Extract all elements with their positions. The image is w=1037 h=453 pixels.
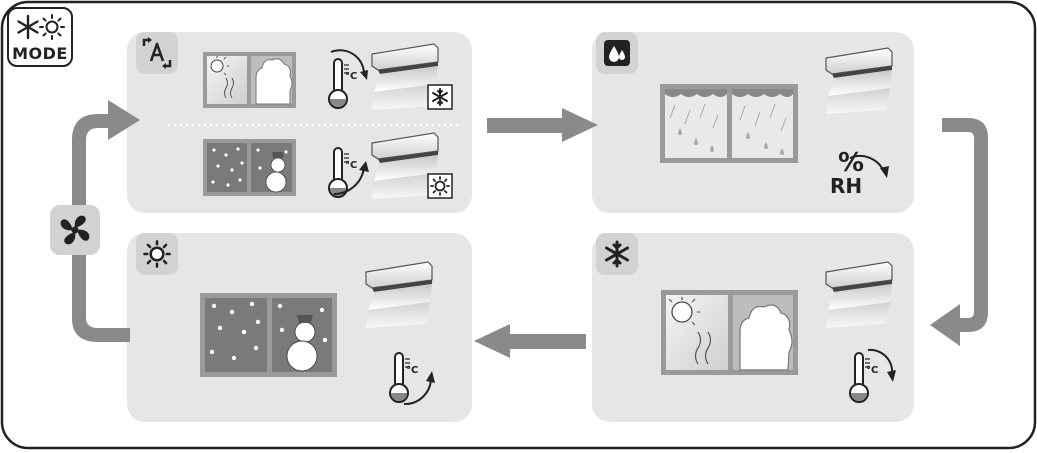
cool-mode-badge (596, 233, 638, 275)
air-conditioner-icon (825, 47, 893, 115)
heat-mode-badge (136, 233, 178, 275)
arrow-loop-right (930, 118, 988, 346)
snowflake-sun-icon (7, 7, 73, 67)
thermometer-icon (389, 352, 411, 403)
air-conditioner-icon (365, 261, 433, 329)
fan-mode-badge (50, 205, 100, 255)
arrow-left (506, 334, 586, 349)
sunny-window (203, 52, 296, 108)
thermometer-icon (849, 352, 871, 403)
celsius-label-4: °C (406, 365, 418, 376)
flow-arrows (72, 100, 988, 358)
celsius-label-3: °C (866, 365, 878, 376)
arrow-right (487, 118, 565, 133)
snowy-window (203, 139, 296, 196)
mode-button[interactable]: MODE (6, 6, 74, 68)
sun-icon (143, 240, 171, 268)
humidity-rh-label: RH (830, 174, 863, 198)
fan-icon (60, 215, 90, 245)
thermometer-icon (328, 147, 350, 198)
mode-label: MODE (12, 44, 68, 63)
celsius-label-2: °C (345, 160, 357, 171)
rainy-window (660, 84, 798, 163)
snowy-window (200, 293, 337, 377)
thermometer-icon (328, 58, 350, 109)
air-conditioner-icon (825, 261, 893, 329)
dry-mode-badge (596, 32, 638, 74)
humidity-percent-label: % (838, 148, 865, 178)
sun-icon (430, 176, 450, 196)
auto-mode-badge (136, 32, 178, 74)
celsius-label-1: °C (345, 71, 357, 82)
sunny-window (661, 290, 798, 375)
